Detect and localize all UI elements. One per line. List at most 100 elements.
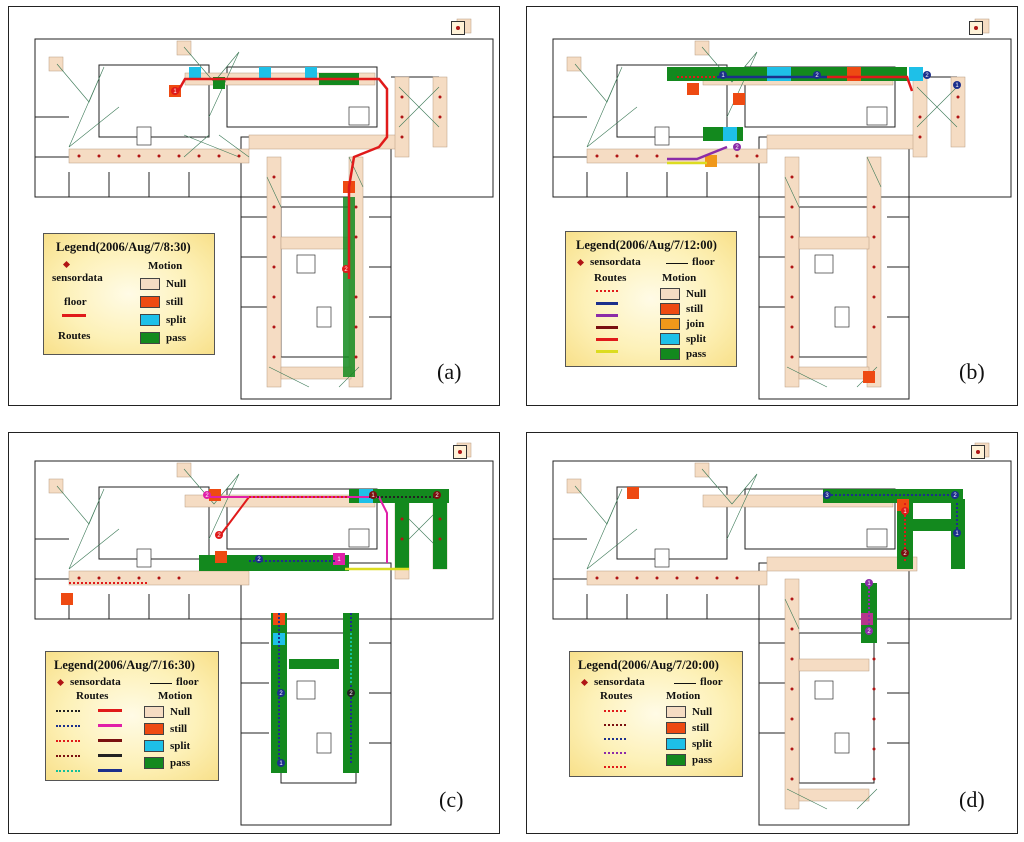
route-line-teal-dotted [56,770,80,772]
route-line-black [98,754,122,757]
sensor-marker-icon [62,260,71,269]
panel-letter: (d) [959,787,985,812]
route-line-purple-dotted [604,752,626,754]
panel-d: 3 2 1 2 1 1 2 Legend(2006/Aug/7/20:00) s… [526,432,1018,834]
legend-floor: floor [176,676,199,688]
panel-c: 2 2 1 2 1 2 2 2 1 Legend(2006/Aug/7/16:3… [8,432,500,834]
legend-motion-null: Null [692,706,713,718]
legend-b: Legend(2006/Aug/7/12:00) sensordata floo… [565,231,737,367]
legend-title: Legend(2006/Aug/7/8:30) [56,240,191,254]
route-line-magenta [98,724,122,727]
legend-motion-split: split [170,740,191,752]
route-line-red [98,709,122,712]
route-line-navy-dotted [56,725,80,727]
legend-motion-split: split [166,314,187,326]
svg-text:2: 2 [903,551,907,557]
svg-text:3: 3 [825,493,829,499]
north-marker-icon [451,21,465,35]
svg-text:1: 1 [721,73,725,79]
svg-text:2: 2 [205,493,209,499]
svg-text:2: 2 [344,267,348,273]
route-line-red-dotted [56,740,80,742]
legend-floor: floor [700,676,723,688]
legend-motion-null: Null [166,278,187,290]
legend-motion-pass: pass [686,348,707,360]
svg-text:1: 1 [173,89,177,95]
route-line-darkred [596,326,618,329]
svg-text:1: 1 [337,557,341,563]
swatch-split [140,314,160,326]
north-marker-icon [969,21,983,35]
legend-motion-join: join [686,318,705,330]
route-line-black-dotted [56,710,80,712]
legend-a: Legend(2006/Aug/7/8:30) sensordata floor… [43,233,215,355]
legend-motion-pass: pass [166,332,187,344]
svg-text:1: 1 [903,509,907,515]
sensor-marker-icon [56,678,65,687]
swatch-pass [144,757,164,769]
route-line-navy [98,769,122,772]
legend-sensordata: sensordata [590,256,641,268]
swatch-split [144,740,164,752]
route-line-red-dotted [596,290,618,292]
legend-motion-split: split [686,333,707,345]
panel-letter: (b) [959,359,985,384]
sensor-marker-icon [576,258,585,267]
legend-routes: Routes [76,690,109,702]
svg-text:1: 1 [279,761,283,767]
legend-title: Legend(2006/Aug/7/20:00) [578,658,719,672]
floor-line [150,683,172,684]
legend-motion-still: still [166,296,184,308]
swatch-null [144,706,164,718]
panel-a: 1 2 Legend(2006/Aug/7/8:30) sensordata f… [8,6,500,406]
route-line-darkred [98,739,122,742]
legend-floor: floor [64,296,87,308]
panel-b: 1 2 1 2 2 Legend(2006/Aug/7/12:00) senso… [526,6,1018,406]
legend-motion-still: still [170,723,188,735]
legend-routes: Routes [58,330,91,342]
swatch-split [666,738,686,750]
svg-text:2: 2 [735,145,739,151]
legend-motion-null: Null [686,288,707,300]
legend-motion: Motion [158,690,193,702]
legend-motion-pass: pass [692,754,713,766]
route-line-navy [596,302,618,305]
floor-plan-c: 2 2 1 2 1 2 2 2 1 [34,442,494,826]
panel-letter: (a) [437,359,462,384]
legend-d: Legend(2006/Aug/7/20:00) sensordata floo… [569,651,743,777]
legend-motion-split: split [692,738,713,750]
route-line-darkred-dotted [56,755,80,757]
legend-motion-still: still [692,722,710,734]
panel-letter: (c) [439,787,464,812]
svg-text:2: 2 [867,629,871,635]
legend-motion-pass: pass [170,757,191,769]
svg-text:1: 1 [867,581,871,587]
sensor-marker-icon [580,678,589,687]
north-marker-icon [971,445,985,459]
legend-motion: Motion [148,260,183,272]
legend-title: Legend(2006/Aug/7/16:30) [54,658,195,672]
route-line-darkred-dotted [604,724,626,726]
legend-motion: Motion [666,690,701,702]
svg-text:1: 1 [955,83,959,89]
svg-text:2: 2 [279,691,283,697]
swatch-join [660,318,680,330]
swatch-null [140,278,160,290]
legend-sensordata: sensordata [70,676,121,688]
swatch-still [660,303,680,315]
legend-sensordata: sensordata [52,272,103,284]
floor-line [674,683,696,684]
floor-line [666,263,688,264]
legend-routes: Routes [594,272,627,284]
route-line-red-dotted [604,710,626,712]
swatch-pass [660,348,680,360]
swatch-pass [666,754,686,766]
swatch-pass [140,332,160,344]
route-line-purple [596,314,618,317]
swatch-null [660,288,680,300]
legend-motion-null: Null [170,706,191,718]
route-line-red [62,314,86,317]
swatch-still [140,296,160,308]
svg-text:2: 2 [349,691,353,697]
legend-motion-still: still [686,303,704,315]
